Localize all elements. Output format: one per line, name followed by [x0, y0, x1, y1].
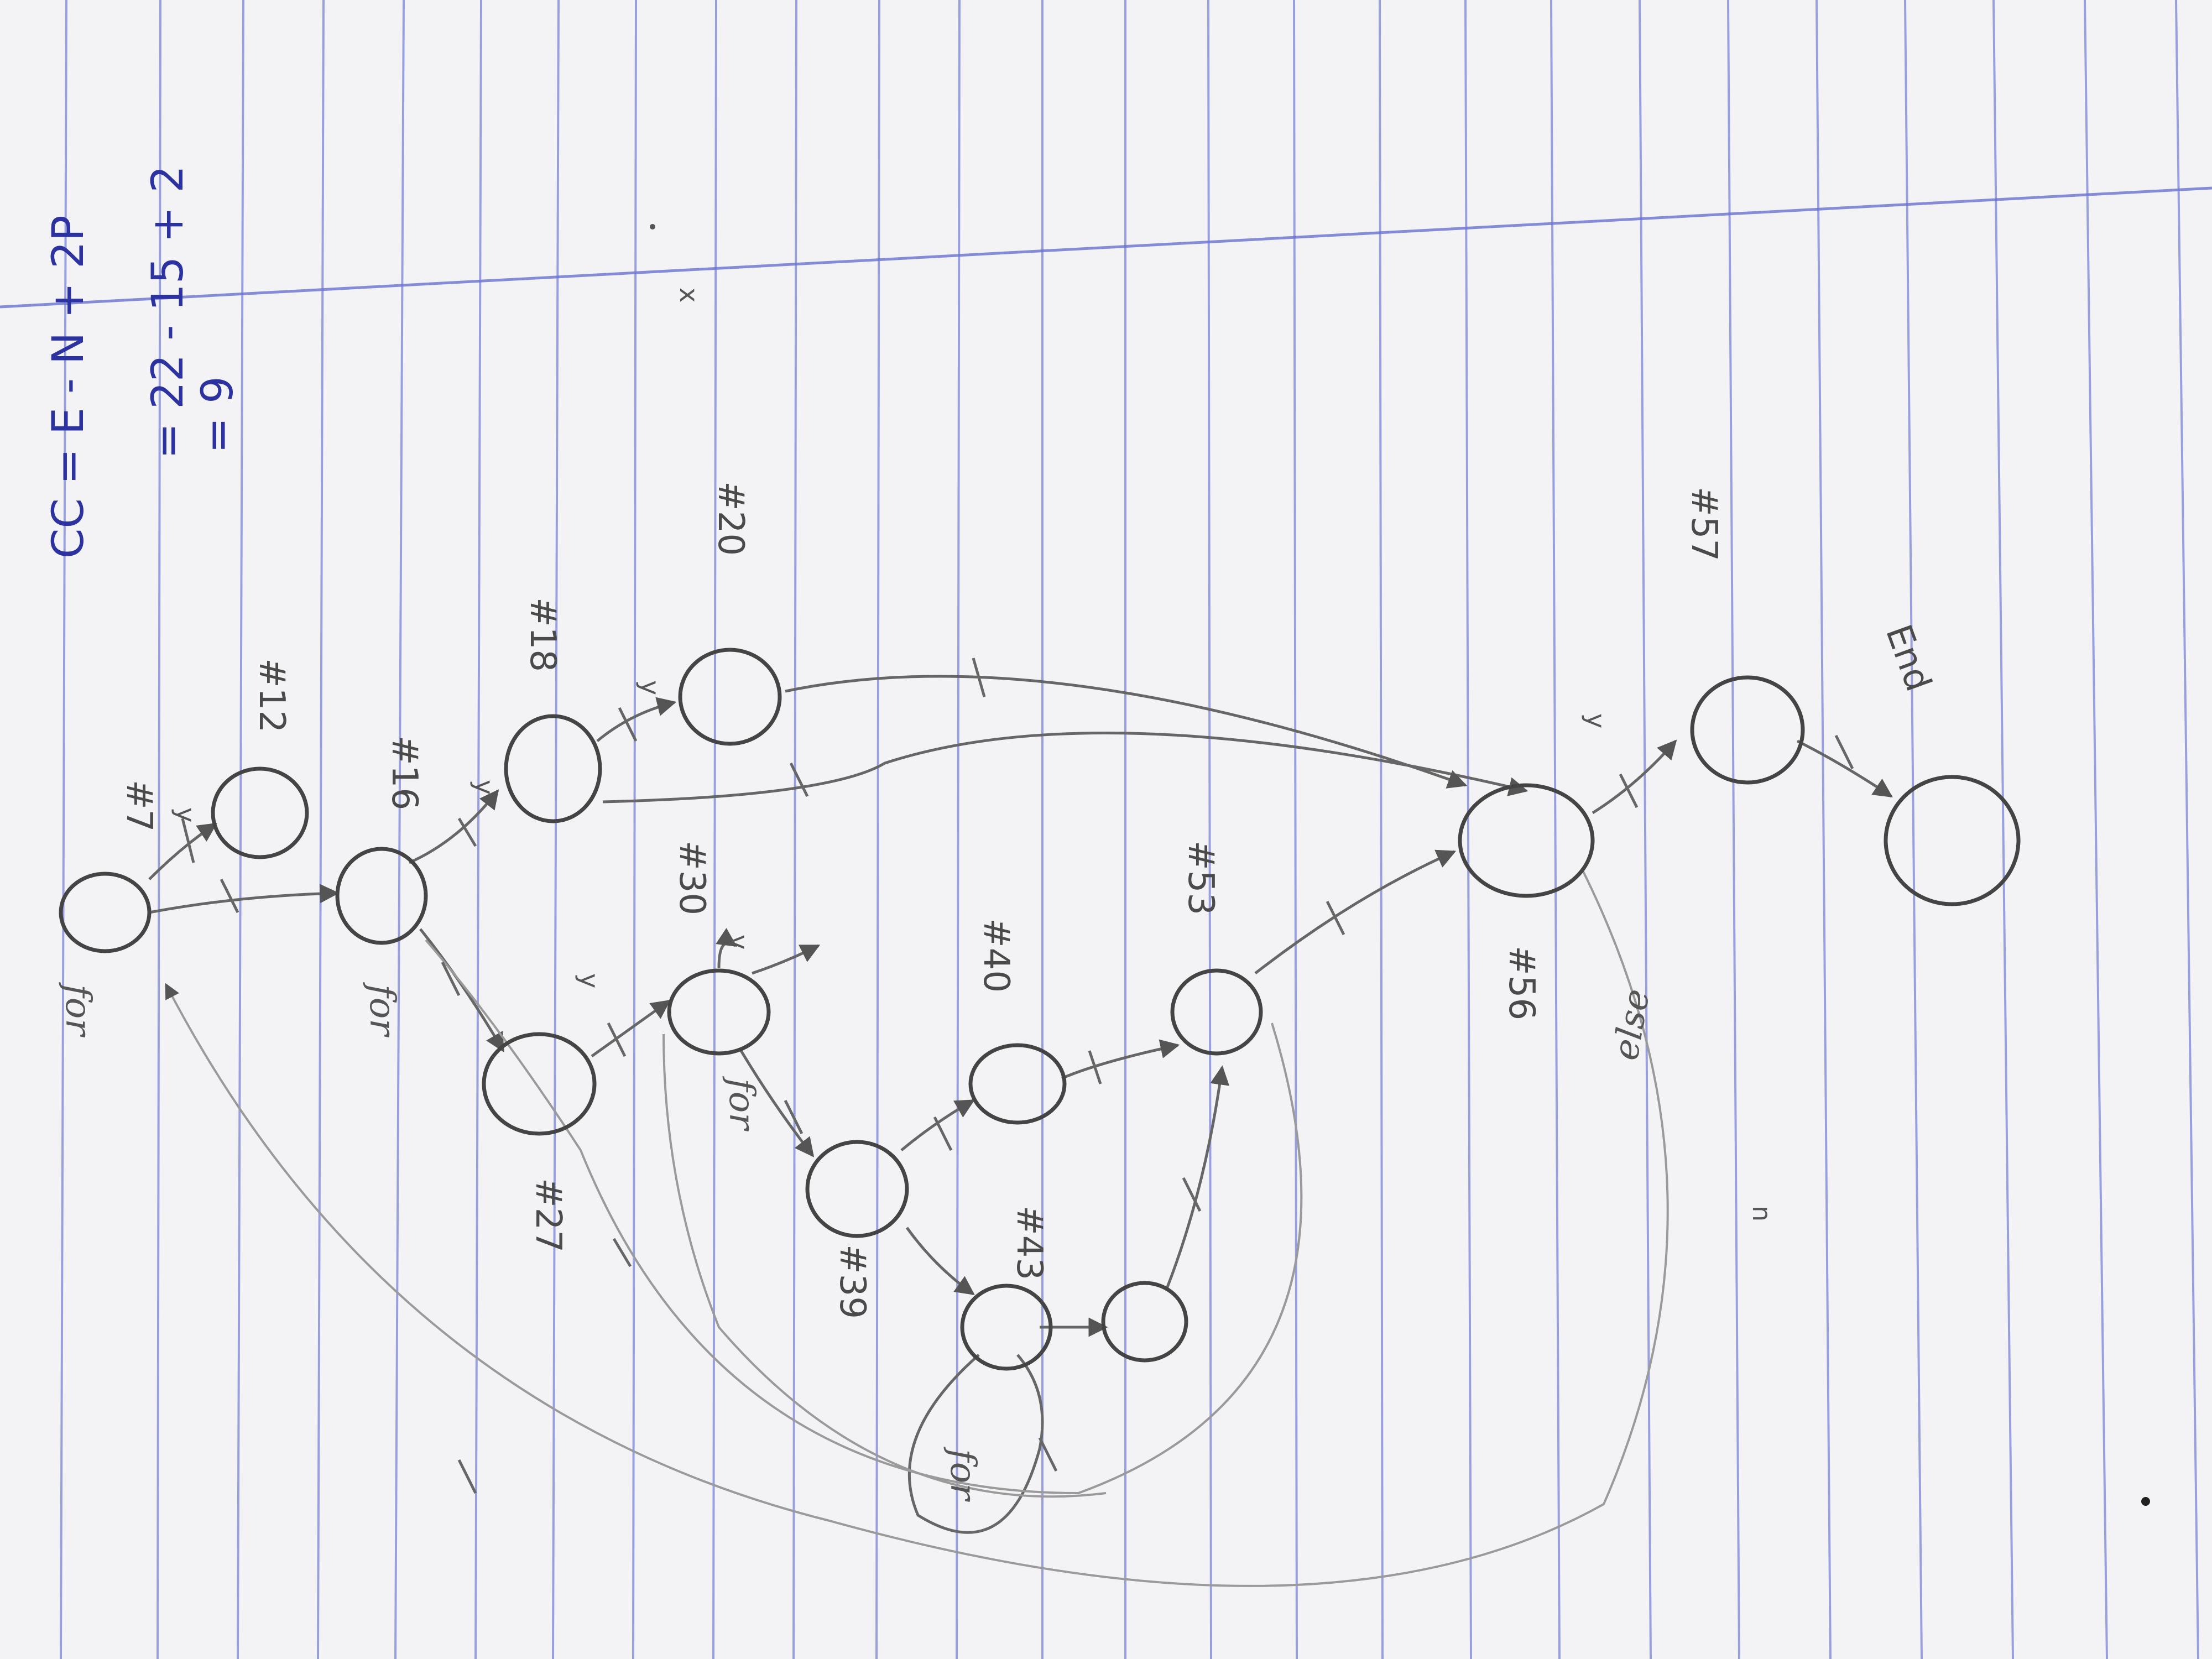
edge-53-56	[1254, 849, 1457, 974]
edge-30-n	[752, 944, 821, 975]
edge-label-y-5: y	[724, 935, 754, 950]
label-node-53: #53	[1180, 841, 1221, 915]
pencil-dot-1	[650, 224, 655, 229]
node-30	[667, 968, 771, 1056]
node-20	[678, 648, 782, 746]
edge-44-53	[1165, 1065, 1230, 1289]
cc-formula: CC = E - N + 2P = 22 - 15 + 2 = 9	[44, 165, 243, 559]
keyword-for-27: for	[362, 982, 403, 1037]
node-53	[1170, 968, 1263, 1056]
label-node-12: #12	[251, 658, 292, 733]
formula-line-1: CC = E - N + 2P	[44, 215, 93, 559]
node-12	[211, 766, 309, 859]
node-7	[59, 872, 152, 953]
edge-ticks	[181, 658, 1854, 1494]
node-44	[1101, 1281, 1188, 1363]
label-node-39: #39	[832, 1244, 873, 1319]
edge-39-43	[905, 1227, 975, 1296]
edge-40-53	[1061, 1039, 1180, 1080]
label-node-20: #20	[710, 481, 751, 556]
edge-56-57	[1592, 739, 1677, 815]
edge-label-y-2: y	[469, 780, 499, 795]
node-end	[1884, 775, 2021, 906]
edge-label-y-6: y	[1581, 713, 1611, 728]
node-18	[504, 714, 602, 823]
edge-16-18	[408, 789, 499, 864]
edge-57-end	[1796, 739, 1893, 798]
node-16	[335, 847, 428, 945]
edge-18-56	[602, 732, 1528, 804]
label-node-30: #30	[671, 841, 712, 915]
edge-27-30	[591, 999, 671, 1058]
margin-line	[0, 186, 2212, 309]
node-labels: #7 #12 #16 #18 #20 #27 #30 #39 #40 #43 #…	[118, 481, 1939, 1319]
edge-label-y-3: y	[635, 680, 665, 695]
keyword-for-7: for	[58, 982, 98, 1037]
edge-30-bottom	[662, 1034, 1107, 1498]
edge-7-16	[149, 884, 340, 914]
edge-39-40	[900, 1099, 975, 1151]
loop-keywords: for for for for	[58, 982, 983, 1502]
node-39	[805, 1140, 909, 1238]
cfg-nodes	[59, 648, 2021, 1371]
node-43	[960, 1284, 1053, 1371]
edge-30-self	[716, 927, 737, 968]
label-node-27: #27	[528, 1178, 568, 1253]
label-node-43: #43	[1009, 1206, 1050, 1280]
edge-30-39	[739, 1050, 815, 1157]
node-40	[968, 1043, 1067, 1125]
label-node-40: #40	[975, 918, 1016, 993]
label-node-7: #7	[118, 780, 159, 832]
label-node-16: #16	[384, 735, 425, 810]
edge-18-20	[596, 697, 677, 742]
edges	[148, 675, 1893, 1587]
node-57	[1690, 675, 1805, 785]
ruled-lines	[60, 0, 2199, 1659]
label-node-18: #18	[522, 597, 563, 672]
edge-label-y-1: y	[171, 807, 201, 822]
edge-7-12	[148, 822, 217, 880]
label-node-57: #57	[1683, 487, 1724, 561]
edge-20-56	[785, 675, 1468, 789]
edge-53-16	[425, 939, 1303, 1495]
keyword-for-39: for	[721, 1076, 762, 1131]
edge-43-self	[907, 1354, 1044, 1534]
label-node-56: #56	[1501, 946, 1542, 1020]
formula-line-3: = 9	[193, 376, 243, 453]
edge-label-n: n	[1747, 1206, 1777, 1222]
formula-line-2: = 22 - 15 + 2	[143, 165, 193, 459]
edge-56-else-7	[165, 868, 1669, 1587]
node-27	[482, 1032, 597, 1136]
pencil-dot-2	[2141, 1497, 2150, 1506]
edge-label-x: x	[674, 288, 704, 302]
keyword-for-43: for	[942, 1447, 983, 1502]
edge-label-y-4: y	[575, 973, 604, 988]
node-56	[1458, 783, 1595, 898]
edge-16-27	[419, 928, 505, 1053]
